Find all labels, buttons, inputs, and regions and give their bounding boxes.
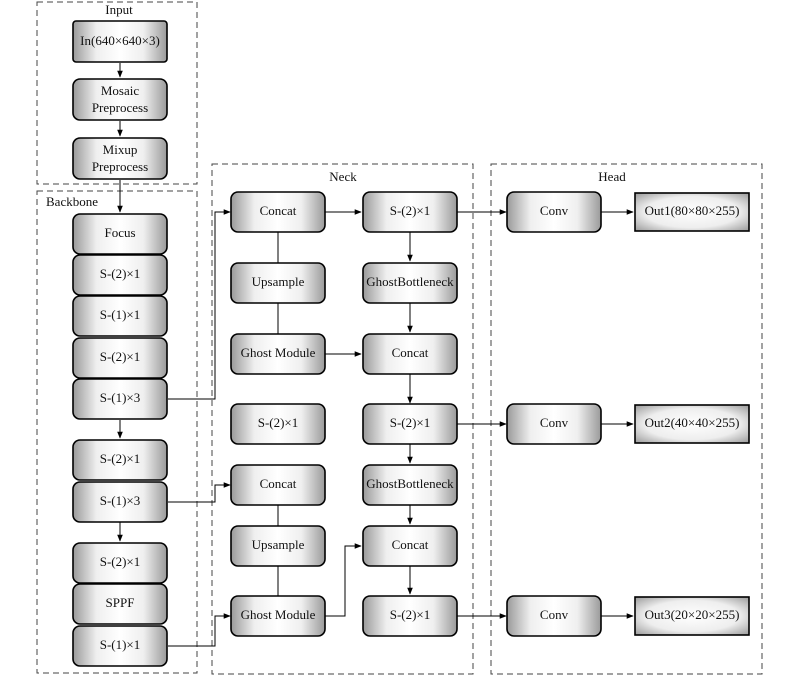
node-concat-2: Concat — [230, 464, 326, 506]
node-ghost-module-1: Ghost Module — [230, 333, 326, 375]
node-backbone-s6: S-(1)×3 — [72, 481, 168, 523]
svg-text:Concat: Concat — [260, 476, 297, 491]
svg-text:S-(1)×1: S-(1)×1 — [100, 307, 141, 322]
svg-text:Concat: Concat — [392, 537, 429, 552]
svg-text:S-(1)×1: S-(1)×1 — [100, 637, 141, 652]
node-concat-4: Concat — [362, 525, 458, 567]
svg-text:Focus: Focus — [104, 225, 135, 240]
svg-text:Mosaic: Mosaic — [101, 83, 140, 98]
node-neck-s-mid: S-(2)×1 — [230, 403, 326, 445]
backbone-group: Backbone — [36, 190, 198, 674]
svg-text:SPPF: SPPF — [106, 595, 135, 610]
node-backbone-s2: S-(1)×1 — [72, 295, 168, 337]
node-ghost-bottleneck-1: GhostBottleneck — [362, 262, 458, 304]
svg-text:S-(2)×1: S-(2)×1 — [100, 451, 141, 466]
arrow-b4-to-concat1 — [168, 209, 231, 400]
node-ghost-bottleneck-2: GhostBottleneck — [362, 464, 458, 506]
node-out3: Out3(20×20×255) — [634, 596, 750, 636]
svg-text:S-(2)×1: S-(2)×1 — [100, 266, 141, 281]
svg-text:Preprocess: Preprocess — [92, 159, 148, 174]
node-input-in: In(640×640×3) — [72, 20, 168, 63]
svg-text:S-(2)×1: S-(2)×1 — [390, 607, 431, 622]
svg-text:S-(2)×1: S-(2)×1 — [258, 415, 299, 430]
svg-text:S-(2)×1: S-(2)×1 — [390, 203, 431, 218]
node-backbone-s7: S-(2)×1 — [72, 542, 168, 584]
input-group: Input — [36, 1, 198, 185]
svg-text:S-(2)×1: S-(2)×1 — [100, 554, 141, 569]
svg-text:S-(1)×3: S-(1)×3 — [100, 390, 141, 405]
node-conv-3: Conv — [506, 595, 602, 637]
svg-text:In(640×640×3): In(640×640×3) — [80, 33, 160, 48]
head-group: Head — [490, 163, 763, 675]
node-mosaic-preprocess: Mosaic Preprocess — [72, 78, 168, 121]
backbone-group-title: Backbone — [46, 194, 98, 209]
neck-group: Neck — [211, 163, 474, 675]
node-out1: Out1(80×80×255) — [634, 192, 750, 232]
node-backbone-s5: S-(2)×1 — [72, 439, 168, 481]
svg-text:Out2(40×40×255): Out2(40×40×255) — [645, 415, 740, 430]
svg-text:Out3(20×20×255): Out3(20×20×255) — [645, 607, 740, 622]
node-mixup-preprocess: Mixup Preprocess — [72, 137, 168, 180]
svg-text:GhostBottleneck: GhostBottleneck — [366, 476, 454, 491]
svg-text:Conv: Conv — [540, 203, 569, 218]
node-neck-s-out1: S-(2)×1 — [362, 191, 458, 233]
svg-text:S-(2)×1: S-(2)×1 — [390, 415, 431, 430]
svg-text:Concat: Concat — [260, 203, 297, 218]
node-backbone-s3: S-(2)×1 — [72, 337, 168, 379]
node-upsample-2: Upsample — [230, 525, 326, 567]
node-neck-s-out2: S-(2)×1 — [362, 403, 458, 445]
node-upsample-1: Upsample — [230, 262, 326, 304]
node-sppf: SPPF — [72, 583, 168, 625]
node-focus: Focus — [72, 213, 168, 255]
neck-group-title: Neck — [329, 169, 357, 184]
node-backbone-s1: S-(2)×1 — [72, 254, 168, 296]
node-ghost-module-2: Ghost Module — [230, 595, 326, 637]
svg-text:Ghost Module: Ghost Module — [241, 607, 316, 622]
svg-text:Out1(80×80×255): Out1(80×80×255) — [645, 203, 740, 218]
svg-text:GhostBottleneck: GhostBottleneck — [366, 274, 454, 289]
node-conv-1: Conv — [506, 191, 602, 233]
input-group-title: Input — [105, 2, 133, 17]
svg-text:Preprocess: Preprocess — [92, 100, 148, 115]
svg-text:Ghost Module: Ghost Module — [241, 345, 316, 360]
svg-text:S-(2)×1: S-(2)×1 — [100, 349, 141, 364]
svg-text:Mixup: Mixup — [103, 142, 138, 157]
svg-text:Concat: Concat — [392, 345, 429, 360]
svg-text:Upsample: Upsample — [252, 537, 305, 552]
connectors — [117, 63, 634, 647]
svg-text:Conv: Conv — [540, 607, 569, 622]
arrow-b8-to-ghostmodule2 — [168, 613, 231, 647]
node-neck-s-out3: S-(2)×1 — [362, 595, 458, 637]
svg-text:Conv: Conv — [540, 415, 569, 430]
node-out2: Out2(40×40×255) — [634, 404, 750, 444]
svg-text:Upsample: Upsample — [252, 274, 305, 289]
arrow-b6-to-concat2 — [168, 482, 231, 503]
node-backbone-s8: S-(1)×1 — [72, 625, 168, 667]
node-conv-2: Conv — [506, 403, 602, 445]
head-group-title: Head — [598, 169, 626, 184]
arrow-ghost2-to-concat4 — [325, 543, 362, 617]
node-concat-3: Concat — [362, 333, 458, 375]
svg-text:S-(1)×3: S-(1)×3 — [100, 493, 141, 508]
node-backbone-s4: S-(1)×3 — [72, 378, 168, 420]
node-concat-1: Concat — [230, 191, 326, 233]
